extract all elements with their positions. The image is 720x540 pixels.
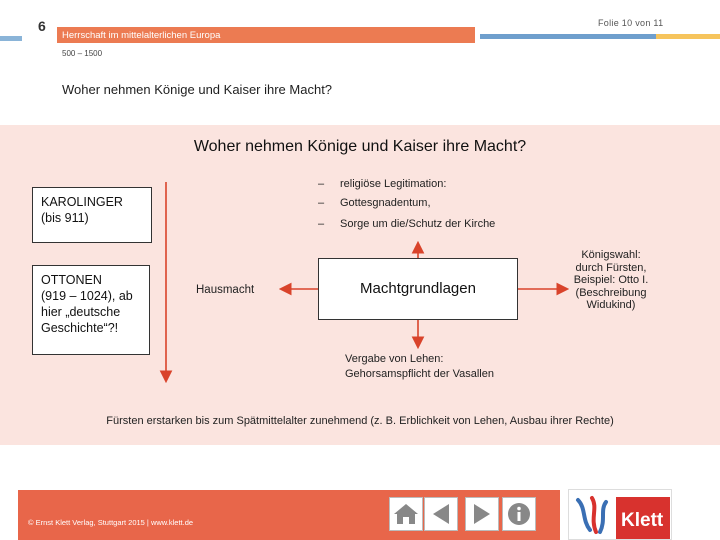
- diagram-title: Woher nehmen Könige und Kaiser ihre Mach…: [193, 138, 527, 155]
- klett-logo-block: [616, 497, 670, 539]
- top-item-2: –Gottesgnadentum,: [318, 197, 431, 209]
- home-icon: [394, 504, 418, 524]
- machtgrundlagen-box: Machtgrundlagen: [318, 258, 518, 320]
- forward-icon: [474, 504, 490, 524]
- hausmacht-label: Hausmacht: [196, 284, 255, 296]
- karolinger-box: KAROLINGER (bis 911): [32, 187, 152, 243]
- klett-logo-text: Klett: [621, 510, 664, 531]
- lehen-text: Vergabe von Lehen: Gehorsamspflicht der …: [345, 353, 494, 380]
- header-accent-bar-right: [480, 34, 656, 39]
- slide-counter: Folie 10 von 11: [598, 18, 664, 28]
- klett-emblem-icon: [576, 496, 608, 534]
- karolinger-period: (bis 911): [41, 211, 89, 225]
- header-period: 500 – 1500: [62, 49, 103, 58]
- info-icon: [508, 503, 530, 525]
- top-item-3: –Sorge um die/Schutz der Kirche: [318, 218, 496, 230]
- header-title-bar: [57, 27, 475, 43]
- chapter-number: 6: [38, 18, 46, 34]
- ottonen-line-3: hier „deutsche: [41, 305, 121, 319]
- conclusion-text: Fürsten erstarken bis zum Spätmittelalte…: [106, 415, 614, 427]
- slide-heading: Woher nehmen Könige und Kaiser ihre Mach…: [62, 82, 333, 97]
- header-title: Herrschaft im mittelalterlichen Europa: [62, 30, 221, 41]
- info-button[interactable]: [502, 497, 536, 531]
- ottonen-line-1: OTTONEN: [41, 273, 102, 287]
- ottonen-box: OTTONEN (919 – 1024), ab hier „deutsche …: [32, 265, 150, 355]
- back-button[interactable]: [424, 497, 458, 531]
- back-icon: [433, 504, 449, 524]
- copyright-text: © Ernst Klett Verlag, Stuttgart 2015 | w…: [28, 518, 194, 527]
- top-item-1: –religiöse Legitimation:: [318, 178, 447, 190]
- koenigswahl-text: Königswahl: durch Fürsten, Beispiel: Ott…: [573, 249, 649, 311]
- ottonen-line-4: Geschichte“?!: [41, 321, 119, 335]
- header-accent-bar-yellow: [656, 34, 720, 39]
- machtgrundlagen-label: Machtgrundlagen: [360, 280, 476, 297]
- karolinger-label: KAROLINGER: [41, 195, 123, 209]
- header-accent-bar-left: [0, 36, 22, 41]
- home-button[interactable]: [389, 497, 423, 531]
- ottonen-line-2: (919 – 1024), ab: [41, 289, 133, 303]
- forward-button[interactable]: [465, 497, 499, 531]
